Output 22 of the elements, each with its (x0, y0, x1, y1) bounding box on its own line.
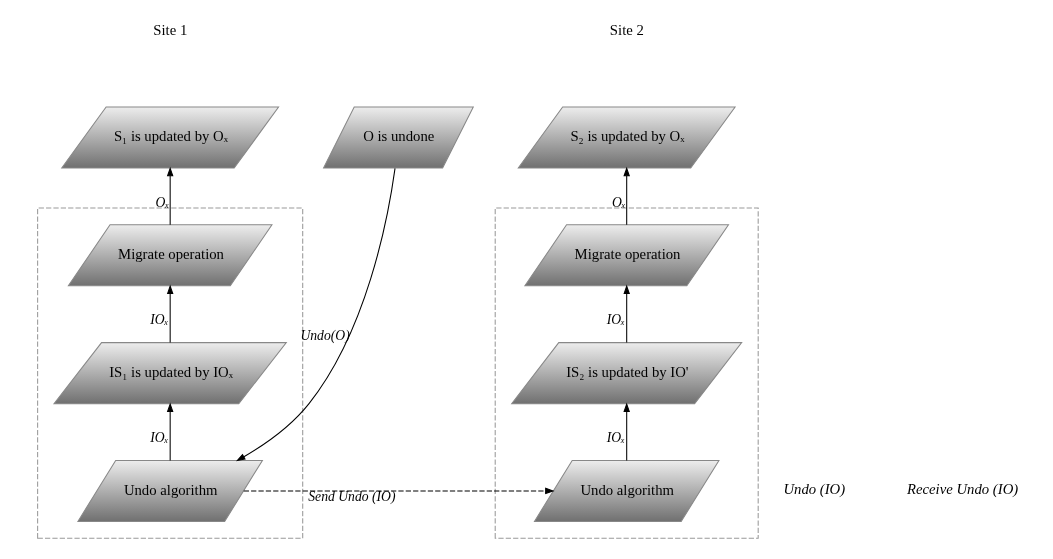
edge-label: IOₓ (606, 312, 626, 328)
label: Receive Undo (IO) (907, 480, 1019, 497)
arrow (166, 284, 174, 344)
label: Site 2 (609, 22, 644, 39)
label: Site 1 (153, 22, 188, 39)
edge-label: Oₓ (155, 194, 170, 210)
edge-label: Send Undo (IO) (308, 488, 396, 504)
arrow (166, 166, 174, 226)
edge-label: IOₓ (606, 430, 626, 446)
arrow (623, 402, 630, 461)
edge-label: IOₓ (150, 312, 169, 328)
arrow (623, 284, 630, 344)
arrow (166, 402, 174, 461)
cluster (494, 207, 759, 539)
edge-label: IOₓ (150, 430, 169, 446)
arrow (235, 167, 396, 462)
edge-label: Oₓ (611, 194, 626, 210)
arrow (623, 166, 630, 226)
label: Undo (IO) (783, 480, 846, 497)
edge-label: Undo(O) (300, 327, 350, 343)
arrow (243, 487, 555, 495)
cluster (37, 207, 304, 539)
